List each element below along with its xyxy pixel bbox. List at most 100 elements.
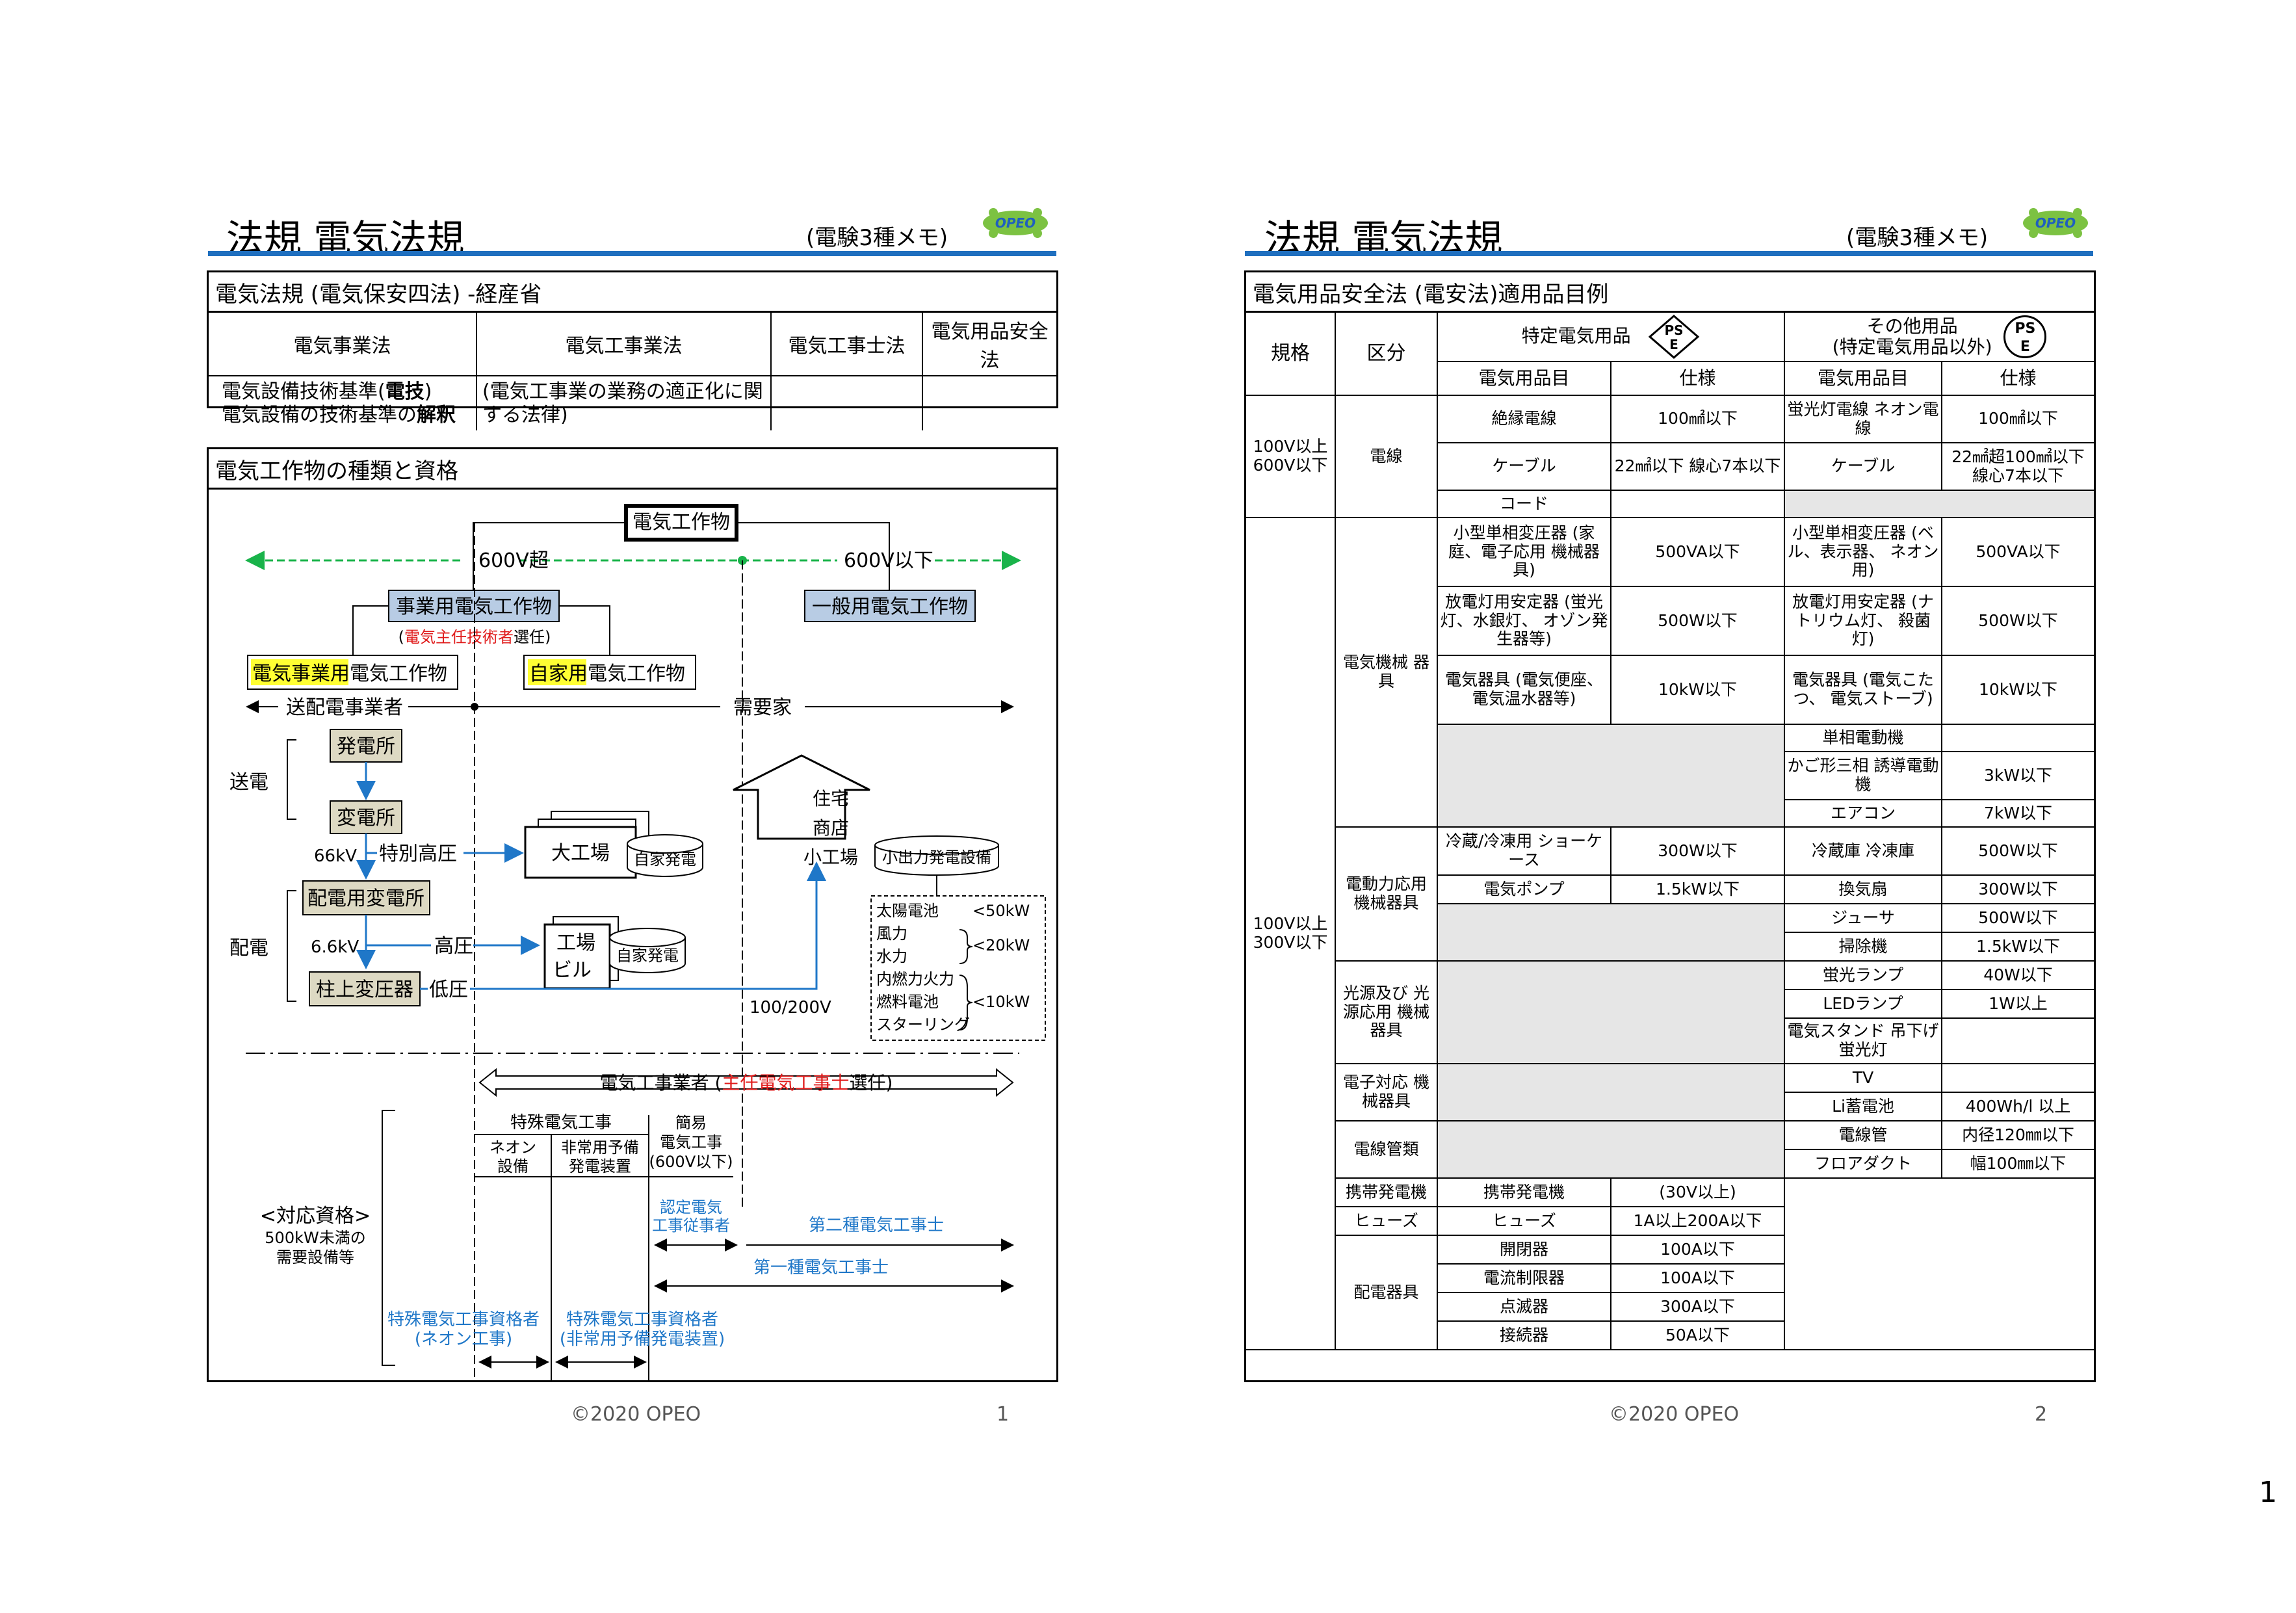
dai2-label: 第二種電気工事士	[809, 1216, 944, 1235]
row-item: 冷蔵/冷凍用 ショーケース	[1437, 826, 1611, 876]
cat-kogen: 光源及び 光源応用 機械器具	[1335, 960, 1438, 1064]
denki-jigyoyo-label: 電気事業用電気工作物	[252, 662, 447, 685]
svg-text:(ネオン工事): (ネオン工事)	[415, 1330, 512, 1349]
right-page-subtitle: (電験3種メモ)	[1846, 225, 1989, 251]
left-page-num: 1	[997, 1403, 1010, 1426]
electric-law-box: 電気法規 (電気保安四法) -経産省 電気事業法 電気工事業法 電気工事士法 電…	[207, 270, 1058, 430]
svg-text:簡易: 簡易	[675, 1114, 707, 1132]
row-spec: 100A以下	[1610, 1235, 1785, 1265]
haiden-hendensho-label: 配電用変電所	[307, 887, 424, 910]
teiatsu-label: 低圧	[429, 978, 468, 1001]
left-footer: ©2020 OPEO	[571, 1403, 701, 1426]
jikayo-label: 自家用電気工作物	[529, 662, 685, 685]
hatsudensho-box	[330, 729, 402, 763]
row-spec-2: 40W以下	[1941, 960, 2095, 990]
left-title-rule	[208, 251, 1056, 256]
row-spec-2: 500W以下	[1941, 586, 2095, 656]
row-item-2: かご形三相 誘導電動機	[1784, 751, 1942, 800]
gray-cell	[1437, 903, 1785, 962]
svg-text:工場: 工場	[556, 932, 595, 954]
row-item: ヒューズ	[1437, 1206, 1611, 1236]
facility-types-header: 電気工作物の種類と資格	[209, 449, 1056, 490]
row-item: ケーブル	[1437, 442, 1611, 491]
logo-text: OPEO	[995, 215, 1036, 231]
svg-text:水力: 水力	[876, 947, 907, 965]
h-kikaku: 規格	[1245, 311, 1336, 396]
law-col-4: 電気用品安全法	[922, 313, 1056, 376]
row-spec-2: 400Wh/l 以上	[1941, 1092, 2095, 1121]
ippan-box	[804, 590, 976, 622]
svg-text:風力: 風力	[876, 925, 907, 943]
under-600v-label: 600V以下	[844, 549, 933, 572]
row-spec: 500VA以下	[1610, 517, 1785, 587]
svg-text:PS: PS	[1665, 322, 1684, 338]
row-spec: (30V以上)	[1610, 1177, 1785, 1207]
row-spec-2: 300W以下	[1941, 874, 2095, 904]
row-item: 小型単相変圧器 (家庭、電子応用 機械器具)	[1437, 517, 1611, 587]
electric-law-table: 電気事業法 電気工事業法 電気工事士法 電気用品安全法 電気設備技術基準(電技)…	[209, 313, 1056, 430]
row-item-2: ケーブル	[1784, 442, 1942, 491]
svg-text:需要設備等: 需要設備等	[276, 1248, 354, 1266]
kv66b-label: 6.6kV	[311, 938, 359, 957]
logo-text-right: OPEO	[2035, 215, 2076, 231]
electric-law-header: 電気法規 (電気保安四法) -経産省	[209, 272, 1056, 313]
small-gen-list	[870, 895, 1046, 1041]
svg-text:スターリング: スターリング	[876, 1016, 970, 1034]
svg-text:小出力発電設備: 小出力発電設備	[882, 848, 991, 867]
row-spec-2: 3kW以下	[1941, 751, 2095, 800]
law-col-2: 電気工事業法	[476, 313, 772, 376]
row-item: 携帯発電機	[1437, 1177, 1611, 1207]
svg-text:(600V以下): (600V以下)	[649, 1153, 733, 1171]
row-spec-2: 500VA以下	[1941, 517, 2095, 587]
tokubetsu-label: 特別高圧	[379, 843, 457, 865]
svg-text:発電装置: 発電装置	[569, 1157, 631, 1175]
small-gen-items: 太陽電池 <50kW 風力 水力 <20kW 内燃力火力 燃料電池 <10kW …	[876, 902, 1030, 1034]
opeo-logo-right: OPEO	[2023, 208, 2088, 238]
svg-text:電気工事: 電気工事	[660, 1133, 722, 1151]
gray-cell	[1437, 1120, 1785, 1179]
law-col-1: 電気事業法	[209, 313, 477, 376]
pse-diamond-icon: PSE	[1649, 315, 1700, 359]
gray-cell	[1437, 960, 1785, 1064]
cat-kanrui: 電線管類	[1335, 1120, 1438, 1179]
nintei-label: 認定電気	[660, 1198, 722, 1216]
pse-table-header: 電気用品安全法 (電安法)適用品目例	[1246, 272, 2094, 313]
row-item-2: フロアダクト	[1784, 1149, 1942, 1179]
opeo-logo: OPEO	[983, 208, 1048, 238]
h-hinmoku-1: 電気用品目	[1437, 361, 1611, 396]
row-spec-2: 内径120㎜以下	[1941, 1120, 2095, 1150]
k-100-300: 100V以上 300V以下	[1245, 517, 1336, 1350]
row-item-2: エアコン	[1784, 799, 1942, 828]
gray-cell	[1437, 1063, 1785, 1121]
hendensho-label: 変電所	[337, 807, 395, 830]
law-cell-business: (電気工事業の業務の適正化に関する法律)	[476, 375, 772, 430]
small-gen-tank: 小出力発電設備	[874, 835, 999, 876]
row-item: 電流制限器	[1437, 1263, 1611, 1293]
facility-diagram: 電気工作物 600V超 600V以下 事業用電気工作物 (電気主任技術者選任) …	[229, 504, 1046, 1382]
row-spec-2: 100㎟以下	[1941, 395, 2095, 443]
row-item-2: 小型単相変圧器 (ベル、表示器、 ネオン用)	[1784, 517, 1942, 587]
law-col-3: 電気工事士法	[770, 313, 923, 376]
cat-densen: 電線	[1335, 395, 1438, 518]
row-item-2: 蛍光ランプ	[1784, 960, 1942, 990]
svg-text:内燃力火力: 内燃力火力	[876, 970, 954, 988]
svg-text:自家発電: 自家発電	[616, 947, 679, 965]
gray-cell	[1784, 490, 2095, 518]
hatsudensho-label: 発電所	[337, 735, 395, 758]
cat-fuse: ヒューズ	[1335, 1206, 1438, 1236]
cat-doryoku: 電動力応用 機械器具	[1335, 826, 1438, 962]
soden-label: 送電	[229, 771, 268, 794]
right-page-num: 2	[2035, 1403, 2048, 1426]
kojo-building: 工場 ビル	[543, 916, 619, 990]
law-cell-empty-2	[922, 375, 1056, 430]
hendensho-box	[330, 800, 402, 834]
svg-text:工事従事者: 工事従事者	[652, 1216, 730, 1235]
row-spec: 1A以上200A以下	[1610, 1206, 1785, 1236]
koatsu-label: 高圧	[434, 935, 473, 958]
facility-types-box: 電気工作物の種類と資格	[207, 447, 1058, 1382]
row-spec-2: 幅100㎜以下	[1941, 1149, 2095, 1179]
sohaiden-label: 送配電事業者	[286, 696, 403, 719]
